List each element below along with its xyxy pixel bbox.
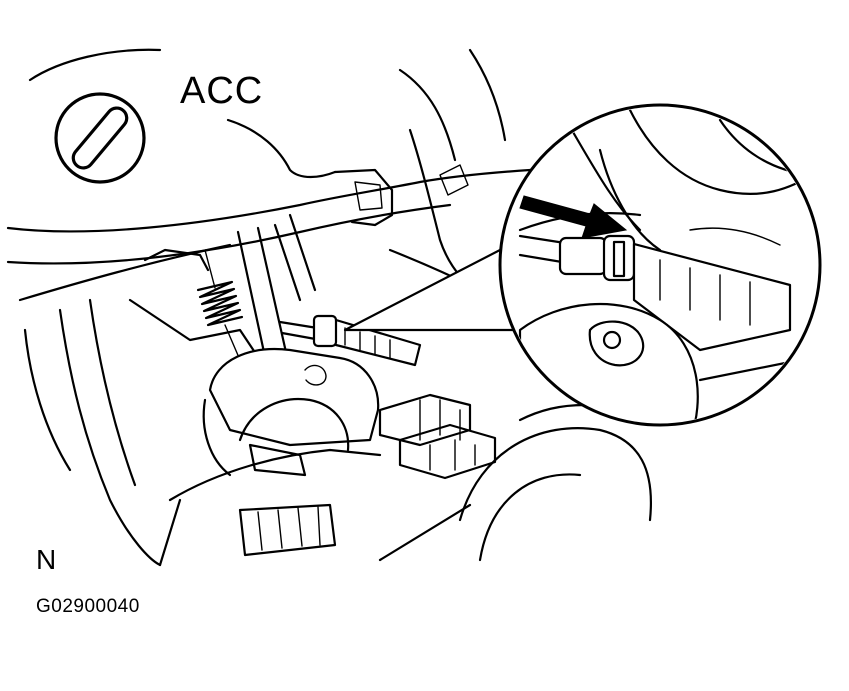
view-marker-label: N xyxy=(36,544,57,575)
steering-column-assembly xyxy=(6,48,652,567)
key-position-label: ACC xyxy=(180,70,264,112)
ignition-key-slot-icon xyxy=(54,92,146,184)
tension-spring xyxy=(196,249,244,361)
callout-pointer xyxy=(343,248,522,332)
arrow-right-icon xyxy=(519,195,628,239)
figure-code: G02900040 xyxy=(36,596,140,617)
magnified-detail-callout xyxy=(498,103,822,427)
